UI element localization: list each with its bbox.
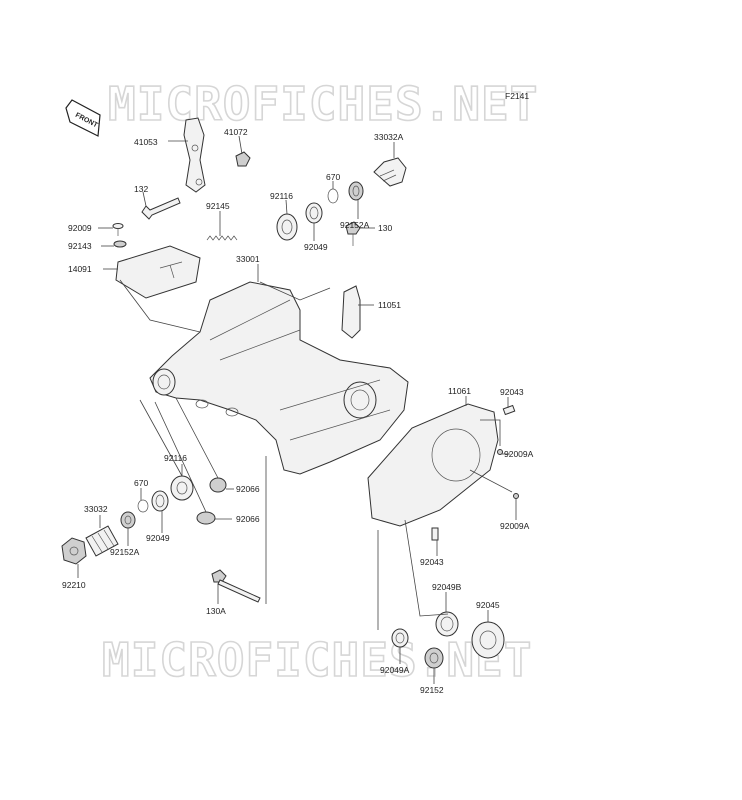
label-92066-lower: 92066 [236, 514, 260, 524]
label-11051: 11051 [378, 300, 401, 310]
pin-92043-bottom-icon [431, 527, 439, 541]
bushing-92066-upper-icon [209, 477, 227, 493]
shaft-33032-icon [85, 525, 119, 557]
label-130: 130 [378, 223, 392, 233]
label-92009: 92009 [68, 223, 92, 233]
label-92045: 92045 [476, 600, 500, 610]
spring-92145-icon [206, 235, 238, 241]
watermark-top: MICROFICHES.NET [108, 77, 538, 131]
ring-92049-top-icon [305, 202, 323, 224]
label-92152a-top: 92152A [340, 220, 370, 230]
label-132: 132 [134, 184, 148, 194]
label-92009a-upper: 92009A [504, 449, 534, 459]
leader-lines [77, 135, 517, 684]
label-92043-top: 92043 [500, 387, 524, 397]
label-92043-bottom: 92043 [420, 557, 444, 567]
bushing-92066-lower-icon [196, 511, 216, 525]
figure-code: F2141 [505, 91, 529, 101]
label-670-lower: 670 [134, 478, 148, 488]
label-130a: 130A [206, 606, 226, 616]
label-92049a: 92049A [380, 665, 410, 675]
bolt-130a-icon [211, 569, 261, 603]
collar-92152a-top-icon [348, 181, 364, 201]
label-33032: 33032 [84, 504, 108, 514]
screw-92009-icon [112, 223, 124, 236]
seal-92116-top-icon [276, 213, 298, 241]
label-33032a: 33032A [374, 132, 404, 142]
label-92049-lower: 92049 [146, 533, 170, 543]
label-92116-top: 92116 [270, 191, 293, 201]
label-92143: 92143 [68, 241, 92, 251]
bracket-11051-icon [341, 285, 361, 339]
label-670-top: 670 [326, 172, 340, 182]
label-92145: 92145 [206, 201, 230, 211]
bearing-92045-icon [471, 621, 505, 659]
watermark-bottom: MICROFICHES.NET [102, 633, 532, 687]
shaft-33032a-icon [373, 157, 407, 187]
ring-92049b-icon [435, 611, 459, 637]
ring-92049-lower-icon [151, 490, 169, 512]
oring-670-lower-icon [137, 499, 149, 513]
label-92210: 92210 [62, 580, 86, 590]
label-92009a-lower: 92009A [500, 521, 530, 531]
ring-92049a-icon [391, 628, 409, 648]
label-41053: 41053 [134, 137, 158, 147]
pin-92043-top-icon [502, 404, 516, 416]
nut-92210-icon [61, 537, 87, 565]
label-41072: 41072 [224, 127, 248, 137]
nut-41072-icon [235, 151, 251, 167]
seal-92116-lower-icon [170, 475, 194, 501]
washer-92143-icon [113, 240, 127, 248]
label-14091: 14091 [68, 264, 92, 274]
cover-plate-14091-icon [115, 245, 201, 299]
label-11061: 11061 [448, 386, 471, 396]
collar-92152a-lower-icon [120, 511, 136, 529]
label-33001: 33001 [236, 254, 260, 264]
label-92152: 92152 [420, 685, 444, 695]
lever-41053-icon [183, 117, 206, 193]
front-arrow-icon: FRONT [65, 99, 101, 137]
label-92049-top: 92049 [304, 242, 328, 252]
bolt-130-icon [345, 221, 361, 246]
screw-92009a-lower-icon [513, 493, 519, 499]
swingarm-housing-33001-icon [149, 281, 409, 475]
label-92152a-lower: 92152A [110, 547, 140, 557]
screw-92009a-upper-icon [497, 449, 503, 455]
collar-92152-icon [424, 647, 444, 669]
label-92049b: 92049B [432, 582, 462, 592]
label-92066-upper: 92066 [236, 484, 260, 494]
bolt-132-icon [141, 197, 181, 220]
gasket-11061-icon [367, 403, 499, 527]
oring-670-top-icon [327, 188, 339, 204]
label-92116-lower: 92116 [164, 453, 187, 463]
